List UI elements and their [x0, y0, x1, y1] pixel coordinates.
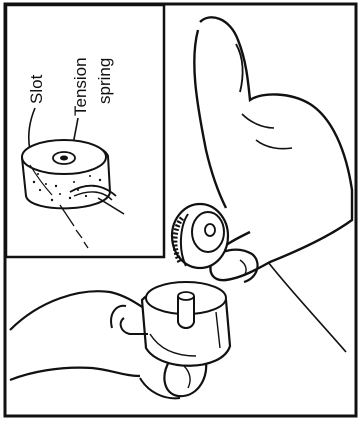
inset-panel: Slot Tension spring: [6, 5, 164, 257]
label-slot: Slot: [27, 74, 46, 104]
bobbin-icon: [172, 204, 228, 268]
thread-line: [268, 262, 346, 352]
label-tension-line2: spring: [95, 58, 114, 104]
label-tension-line1: Tension: [71, 57, 90, 116]
bobbin-case-icon: [121, 282, 230, 366]
